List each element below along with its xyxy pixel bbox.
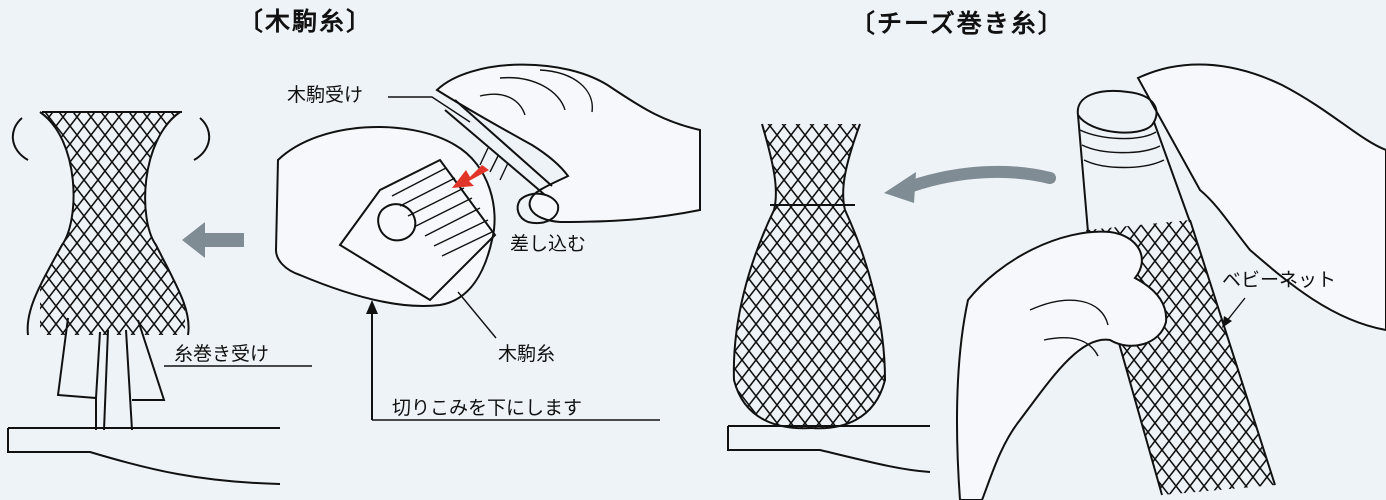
net-right-edge (811, 123, 887, 430)
tube-hands-drawing (955, 63, 1386, 500)
hands-spool-drawing (274, 63, 701, 308)
leader-spool (457, 291, 497, 339)
curved-arrow-shaft (906, 165, 1056, 192)
upper-hand-fingers (479, 69, 593, 116)
label-slit-down: 切りこみを下にします (392, 397, 582, 419)
leader-holder (388, 96, 471, 123)
curved-arrow-head-icon (884, 172, 916, 203)
label-insert: 差し込む (510, 233, 586, 255)
upper-hand (435, 63, 701, 224)
base-plate-middle (727, 425, 931, 473)
tube-threads (1079, 129, 1165, 169)
tube-upper-edges (1077, 114, 1191, 233)
label-wood-holder: 木駒受け (287, 84, 363, 106)
net-mesh-middle (733, 124, 885, 429)
spool-left-edge (26, 111, 75, 336)
left-net-spool-drawing (7, 111, 281, 485)
label-wood-spool: 木駒糸 (498, 343, 555, 365)
tube-top (1076, 89, 1158, 134)
cheese-thread-net-drawing (727, 123, 931, 473)
leader-baby-net (1225, 297, 1246, 323)
holder-teeth (479, 147, 509, 181)
insert-arrow-red-icon (452, 165, 489, 188)
lower-hand-fingers (1029, 299, 1109, 357)
spool-flange-left (12, 117, 29, 161)
wood-holder-stick (444, 99, 553, 196)
thread-receiver-stand (56, 317, 166, 431)
right-lower-hand (955, 230, 1168, 500)
finger-tip (516, 192, 560, 224)
label-thread-receiver: 糸巻き受け (174, 343, 269, 365)
baby-net-arrow-icon (1222, 316, 1232, 328)
spool-thread-lines (391, 167, 493, 257)
spool-body (338, 158, 497, 302)
net-left-edge (732, 123, 813, 430)
label-baby-net: ベビーネット (1222, 269, 1336, 291)
arrow-left-gray-icon (182, 222, 244, 258)
spool-flange-right (193, 117, 210, 161)
thumb (377, 203, 417, 242)
base-plate-left (7, 427, 281, 485)
title-cheese-wound: 〔チーズ巻き糸〕 (850, 9, 1065, 38)
slit-arrow-head-icon (366, 300, 378, 314)
title-wood-spool: 〔木駒糸〕 (238, 7, 373, 36)
net-mesh-left (40, 112, 185, 335)
spool-right-edge (144, 111, 190, 336)
